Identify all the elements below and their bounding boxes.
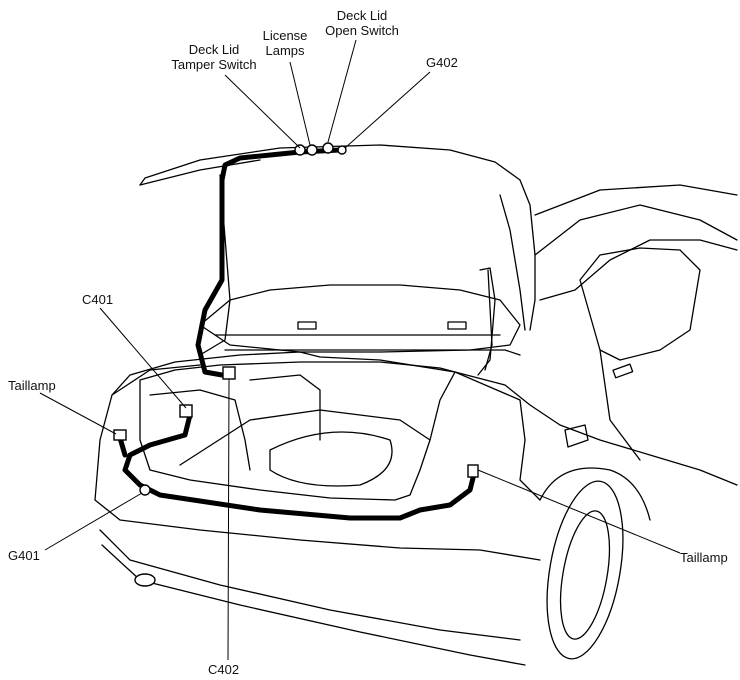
harness-taillamp-left: [117, 435, 128, 458]
rear-wheel-inner: [559, 510, 611, 640]
label-c401: C401: [82, 292, 114, 307]
deck-lid-inner-right: [499, 194, 526, 331]
trunk-floor: [179, 409, 431, 466]
trunk-side-left: [149, 389, 251, 471]
deck-lid: [139, 144, 536, 331]
rear-window: [534, 204, 738, 256]
rear-quarter-left: [111, 364, 201, 396]
harness-lid: [195, 147, 343, 378]
c402-connector: [222, 366, 236, 380]
deck-lid-inner: [199, 174, 231, 356]
rear-wheel-outer: [546, 480, 624, 660]
label-taillamp-left: Taillamp: [8, 378, 56, 393]
deck-lid-edge: [139, 159, 261, 186]
label-c402: C402: [208, 662, 240, 677]
leader-taillamp-left: [39, 392, 117, 435]
fuel-door: [564, 424, 589, 448]
label-g402: G402: [426, 55, 458, 70]
taillamp-left-connector: [113, 429, 127, 441]
side-mirror-handle: [612, 363, 634, 379]
license-lamp-1: [294, 144, 306, 156]
bumper-lower: [99, 529, 521, 641]
lid-hinge: [477, 267, 496, 376]
leader-g401: [44, 492, 143, 551]
package-tray: [199, 284, 521, 353]
trunk-opening: [139, 361, 456, 501]
bumper-top: [94, 499, 541, 561]
tray-clip-1: [297, 321, 317, 330]
tray-lip: [224, 349, 521, 356]
harness-main: [122, 412, 478, 521]
leader-deck-lid-tamper-switch: [224, 74, 301, 149]
roof-line: [534, 184, 738, 216]
label-g401: G401: [8, 548, 40, 563]
bumper-bottom: [101, 544, 526, 666]
leader-deck-lid-open-switch: [327, 39, 357, 143]
c401-connector: [179, 404, 193, 418]
leader-c402: [227, 378, 230, 661]
label-license-lamps: License Lamps: [262, 28, 308, 58]
label-taillamp-right: Taillamp: [680, 550, 728, 565]
tray-clip-2: [447, 321, 467, 330]
rear-fender-right: [454, 371, 541, 501]
wheel-arch: [539, 467, 651, 521]
car-body-outline: [94, 351, 738, 501]
leader-g402: [344, 71, 431, 149]
trunk-wall: [249, 374, 321, 441]
license-lamp-2: [306, 144, 318, 156]
spare-well: [269, 431, 393, 487]
leader-c401: [99, 307, 187, 409]
leader-taillamp-right: [477, 469, 681, 554]
label-deck-lid-open-switch: Deck Lid Open Switch: [325, 8, 399, 38]
door-line: [599, 349, 641, 461]
g401-ground: [139, 484, 151, 496]
exhaust-tip: [134, 573, 156, 587]
c-pillar: [539, 239, 738, 301]
leader-license-lamps: [289, 61, 311, 146]
g402-ground: [337, 145, 347, 155]
open-switch: [322, 142, 334, 154]
taillamp-right-connector: [467, 464, 479, 478]
lid-hinge-2: [484, 269, 493, 371]
side-window: [579, 247, 701, 361]
label-deck-lid-tamper-switch: Deck Lid Tamper Switch: [171, 42, 257, 72]
